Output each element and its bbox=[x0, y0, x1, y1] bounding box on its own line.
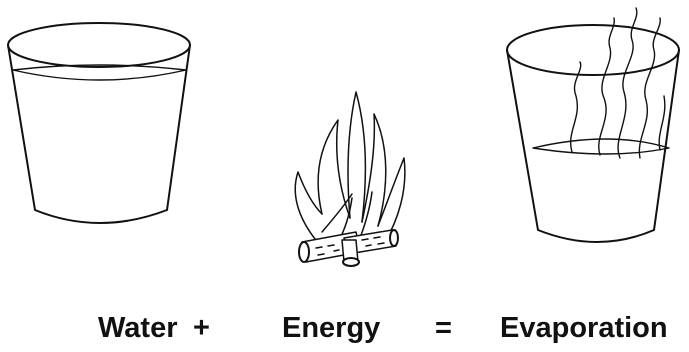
water-label: Water bbox=[98, 311, 178, 345]
glass-body bbox=[8, 45, 190, 223]
glass-rim bbox=[8, 23, 190, 67]
equals-sign: = bbox=[435, 311, 452, 345]
plus-sign: + bbox=[193, 311, 210, 345]
water-surface bbox=[533, 139, 669, 154]
full-water-glass bbox=[8, 23, 190, 223]
campfire bbox=[295, 92, 405, 266]
firewood-logs bbox=[299, 230, 398, 266]
glass-rim bbox=[507, 25, 679, 75]
evaporating-water-glass bbox=[507, 8, 679, 242]
flame bbox=[295, 92, 405, 245]
evaporation-label: Evaporation bbox=[500, 311, 668, 345]
glass-body bbox=[507, 50, 679, 242]
energy-label: Energy bbox=[282, 311, 380, 345]
